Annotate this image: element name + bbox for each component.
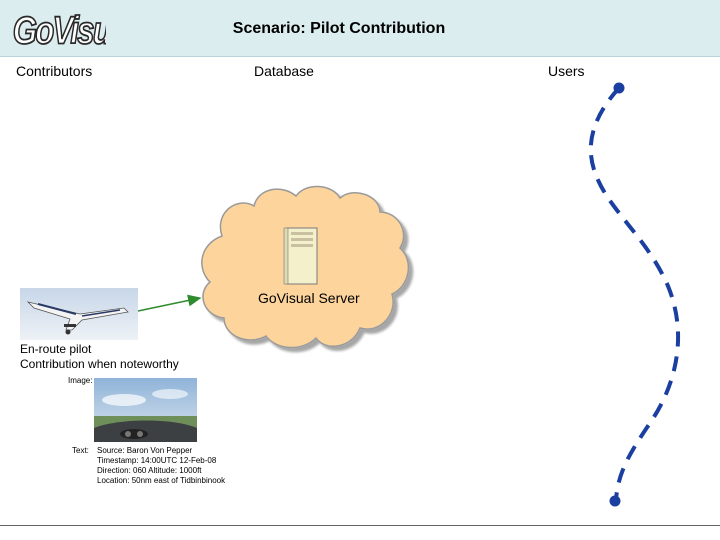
page-title: Scenario: Pilot Contribution bbox=[232, 20, 446, 37]
detail-timestamp: Timestamp: 14:00UTC 12-Feb-08 bbox=[97, 456, 217, 465]
detail-source: Source: Baron Von Pepper bbox=[97, 446, 193, 455]
user-end-point bbox=[609, 495, 621, 507]
server-icon bbox=[283, 227, 318, 285]
user-path bbox=[588, 86, 681, 501]
svg-text:GoVisual: GoVisual bbox=[13, 8, 106, 52]
detail-direction-altitude: Direction: 060 Altitude: 1000ft bbox=[97, 466, 202, 475]
detail-location: Location: 50nm east of Tidbinbinook bbox=[97, 476, 226, 485]
header-bar: GoVisual Scenario: Pilot Contribution bbox=[0, 0, 720, 57]
contributors-column-label: Contributors bbox=[16, 63, 93, 79]
text-label: Text: bbox=[72, 446, 89, 455]
image-label: Image: bbox=[68, 376, 93, 385]
database-column-label: Database bbox=[254, 63, 314, 79]
govisual-logo: GoVisual bbox=[12, 8, 106, 52]
contribution-arrow bbox=[137, 294, 202, 312]
user-start-point bbox=[613, 82, 625, 94]
cockpit-photo bbox=[94, 378, 197, 442]
caption-line-2: Contribution when noteworthy bbox=[20, 357, 179, 371]
contribution-details: Source: Baron Von Pepper Timestamp: 14:0… bbox=[97, 446, 225, 486]
contribution-caption: En-route pilot Contribution when notewor… bbox=[20, 342, 179, 372]
footer-divider bbox=[0, 525, 720, 526]
caption-line-1: En-route pilot bbox=[20, 342, 92, 356]
server-label: GoVisual Server bbox=[258, 290, 360, 306]
users-column-label: Users bbox=[548, 63, 585, 79]
aircraft-photo bbox=[20, 288, 138, 340]
